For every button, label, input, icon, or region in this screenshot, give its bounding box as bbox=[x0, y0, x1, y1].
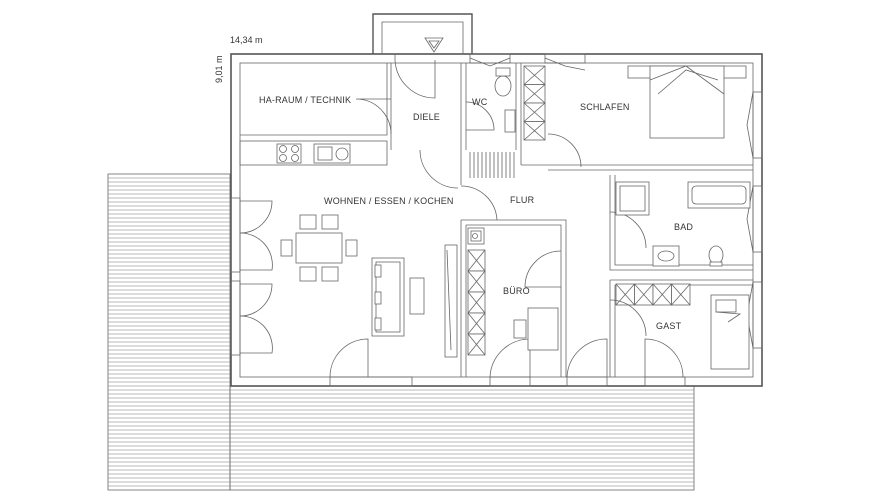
room-label-wohnen: WOHNEN / ESSEN / KOCHEN bbox=[324, 196, 454, 206]
room-label-bad: BAD bbox=[674, 222, 693, 232]
depth-dimension: 9,01 m bbox=[214, 55, 224, 83]
room-label-buero: BÜRO bbox=[503, 286, 530, 296]
room-label-flur: FLUR bbox=[510, 195, 535, 205]
wardrobes bbox=[467, 65, 691, 356]
fixtures bbox=[276, 37, 751, 370]
terrace-deck bbox=[107, 173, 695, 491]
room-label-wc: WC bbox=[472, 97, 488, 107]
room-label-diele: DIELE bbox=[413, 112, 440, 122]
room-label-ha-raum: HA-RAUM / TECHNIK bbox=[259, 95, 351, 105]
room-label-gast: GAST bbox=[656, 321, 682, 331]
room-label-schlafen: SCHLAFEN bbox=[580, 102, 630, 112]
inner-walls bbox=[239, 63, 753, 377]
width-dimension: 14,34 m bbox=[230, 35, 263, 45]
